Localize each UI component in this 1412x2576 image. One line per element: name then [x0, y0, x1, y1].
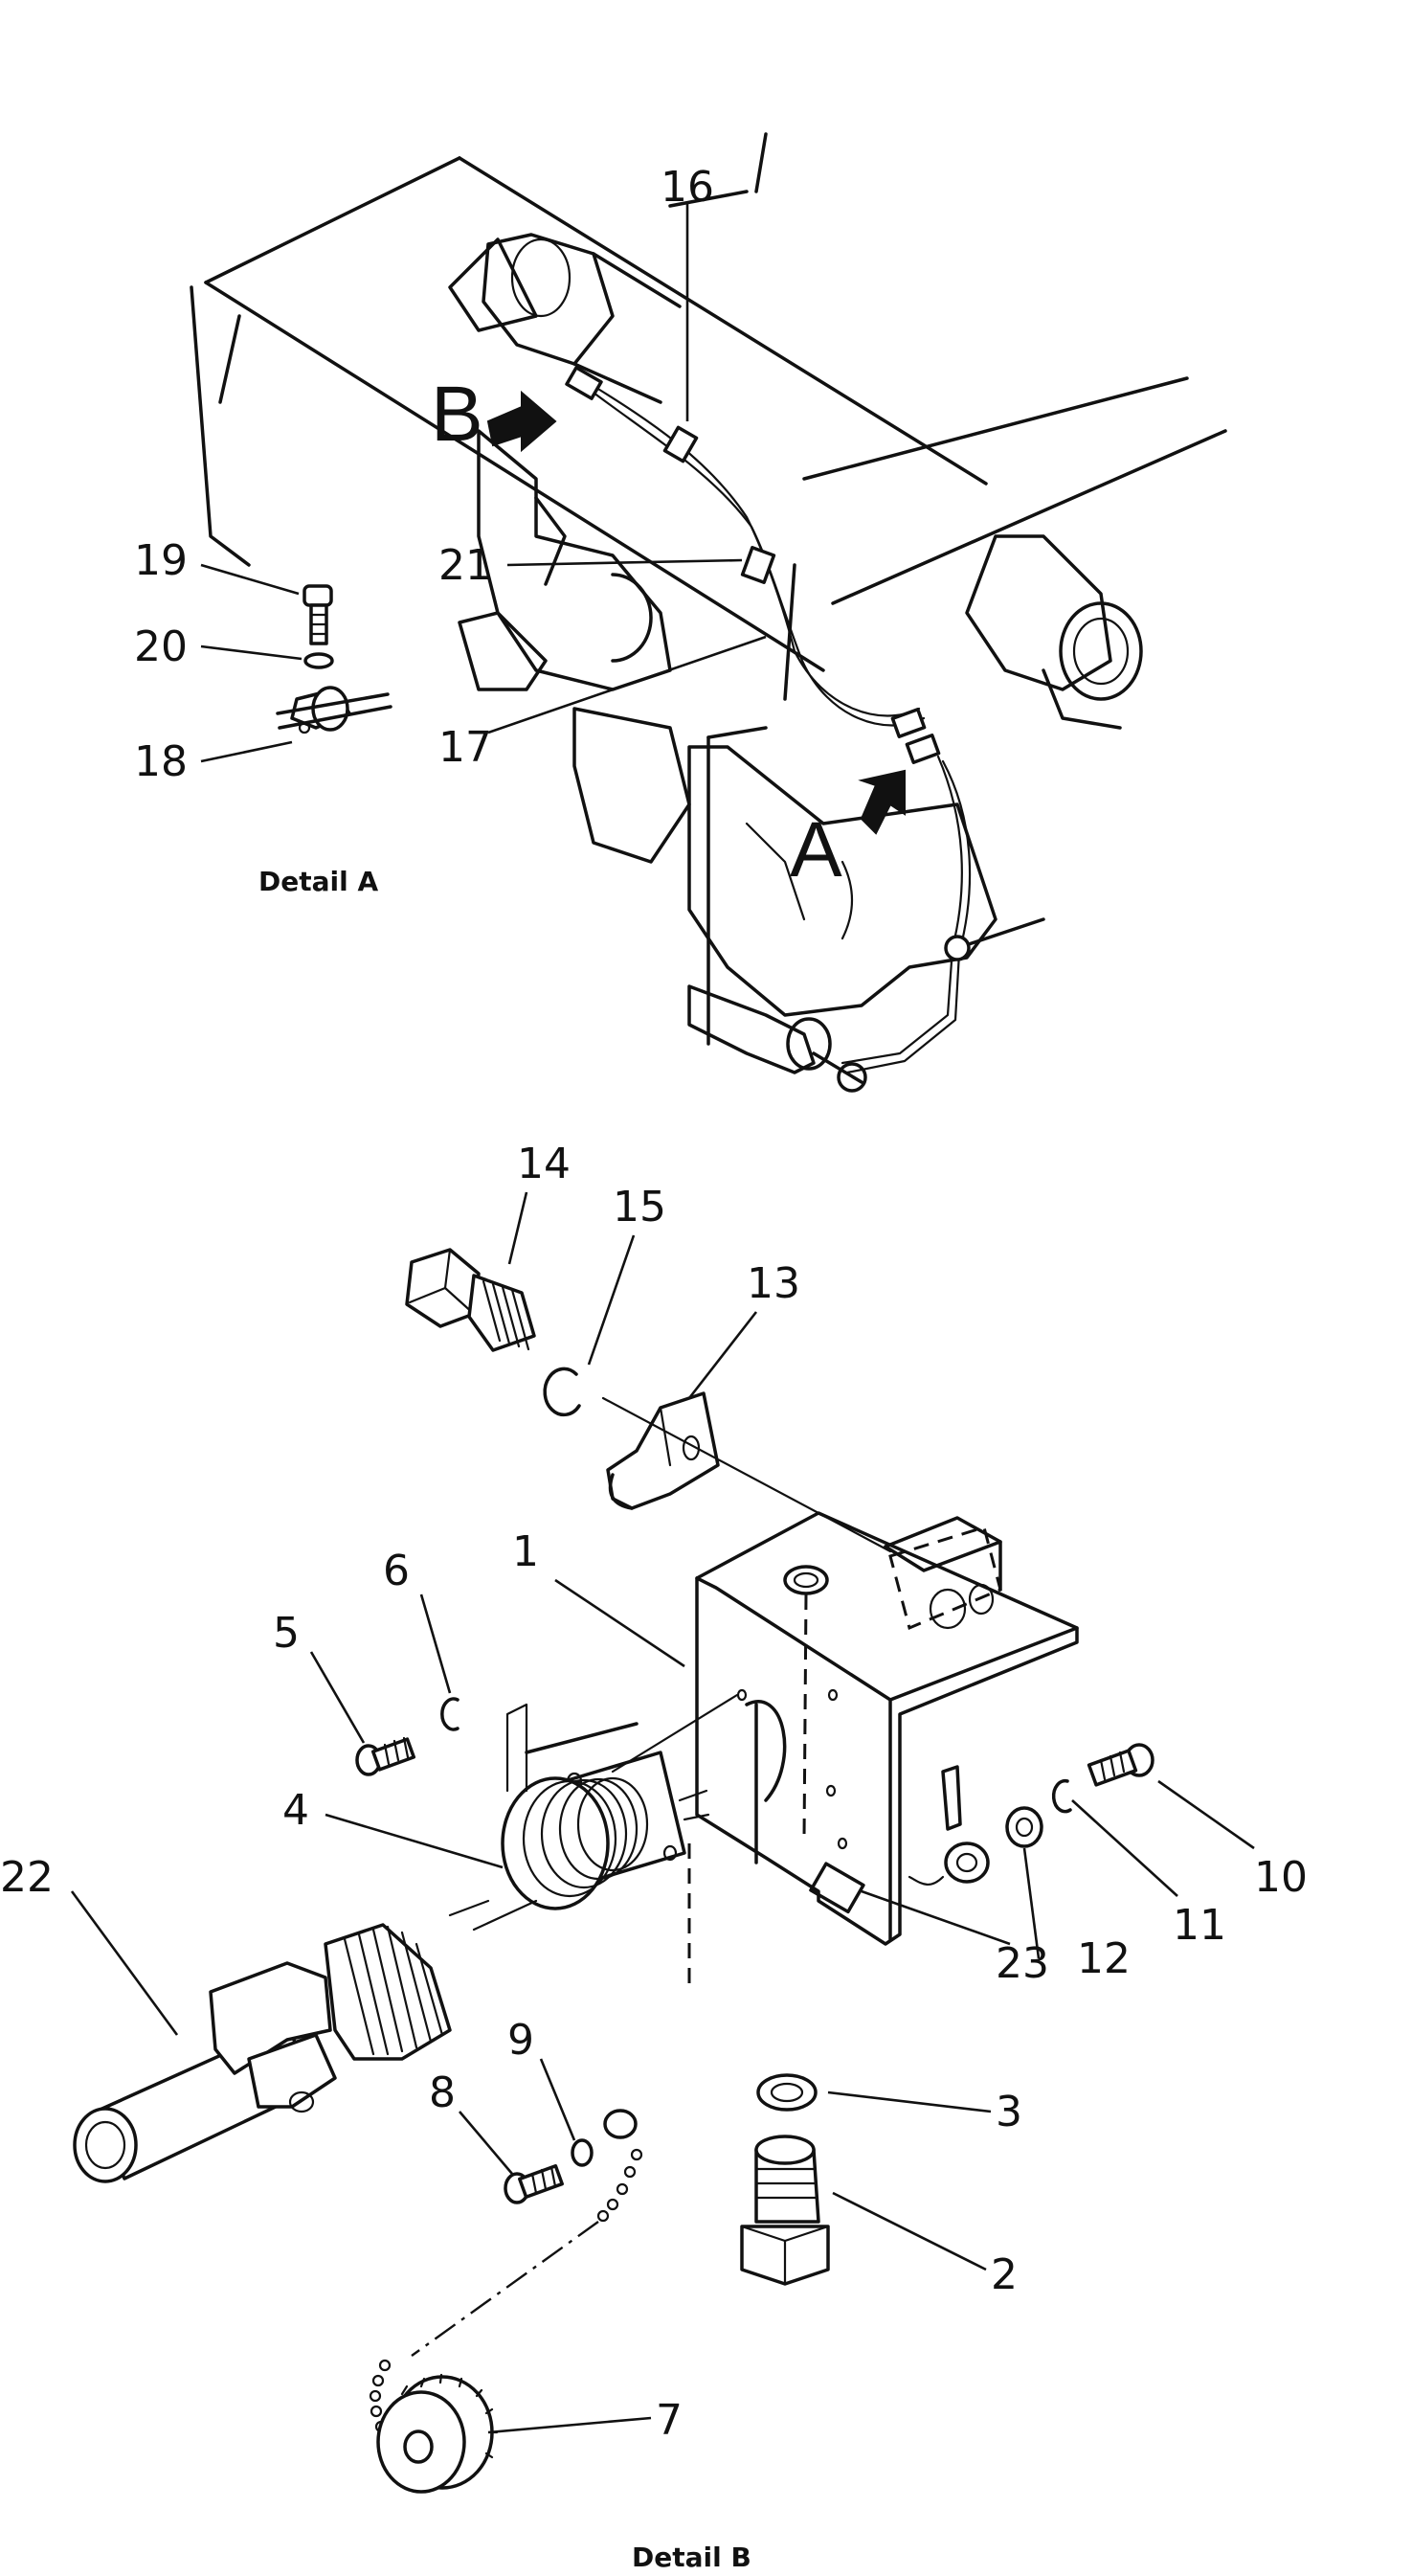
screw-8 — [504, 2164, 564, 2204]
callout-22: 22 — [0, 1853, 54, 1902]
callout-7: 7 — [656, 2396, 683, 2445]
callout-19: 19 — [134, 536, 188, 585]
callout-1: 1 — [512, 1527, 539, 1576]
callout-10: 10 — [1254, 1853, 1308, 1902]
callout-21: 21 — [438, 541, 492, 590]
plug-22 — [73, 1899, 490, 2183]
view-arrow-b — [486, 390, 557, 453]
callout-18: 18 — [134, 737, 188, 786]
lock-washer-6 — [440, 1697, 459, 1731]
screw-10 — [1087, 1743, 1154, 1787]
callout-23: 23 — [996, 1939, 1049, 1988]
view-marker-a: A — [790, 806, 842, 893]
callout-20: 20 — [134, 622, 188, 671]
callout-4: 4 — [282, 1786, 309, 1835]
clip-13 — [606, 1391, 720, 1510]
screw-5 — [355, 1736, 416, 1776]
callout-3: 3 — [996, 2088, 1022, 2136]
detail-a-assembly: B A 16 21 17 19 20 — [134, 132, 1227, 1093]
washer-3 — [756, 2073, 818, 2112]
callout-2: 2 — [991, 2250, 1018, 2299]
detail-b-assembly: 14 15 13 1 6 5 4 22 9 8 7 3 2 23 12 11 1… — [0, 1140, 1308, 2573]
callout-11: 11 — [1173, 1901, 1226, 1950]
cylinder-small-bottom — [687, 984, 867, 1093]
lock-washer-11 — [1051, 1778, 1072, 1814]
callout-13: 13 — [747, 1259, 800, 1308]
callout-6: 6 — [383, 1547, 410, 1595]
detail-b-leaders — [70, 1191, 1255, 2434]
ground-terminal — [908, 1765, 990, 1887]
boom-outline — [190, 132, 1227, 950]
callout-8: 8 — [429, 2068, 456, 2117]
detail-a-caption: Detail A — [258, 866, 378, 897]
dust-cap-7 — [376, 2373, 499, 2494]
snap-ring-15 — [543, 1367, 581, 1417]
flat-washer-12 — [1005, 1806, 1043, 1848]
callout-12: 12 — [1077, 1934, 1131, 1983]
wiring-harness — [565, 366, 972, 1074]
callout-14: 14 — [517, 1140, 571, 1188]
bolt-2 — [740, 2135, 830, 2286]
washer-9 — [571, 2138, 594, 2167]
callout-9: 9 — [507, 2016, 534, 2065]
bracket-1 — [601, 1396, 1079, 1946]
callout-5: 5 — [273, 1609, 300, 1658]
callout-17: 17 — [438, 723, 492, 772]
callout-15: 15 — [613, 1183, 666, 1232]
bolt-14 — [405, 1248, 536, 1352]
detail-a-leaders — [200, 204, 767, 763]
view-marker-b: B — [431, 371, 483, 458]
receptacle-4 — [472, 1693, 739, 1992]
callout-16: 16 — [661, 163, 714, 212]
detail-b-caption: Detail B — [632, 2542, 751, 2573]
retaining-chain — [369, 2109, 643, 2433]
view-arrow-a — [858, 769, 906, 835]
cylinder-upper-left — [448, 233, 682, 404]
cylinder-lower-right — [965, 534, 1143, 730]
frame-body — [458, 429, 997, 1046]
clamp-assembly — [276, 584, 392, 734]
